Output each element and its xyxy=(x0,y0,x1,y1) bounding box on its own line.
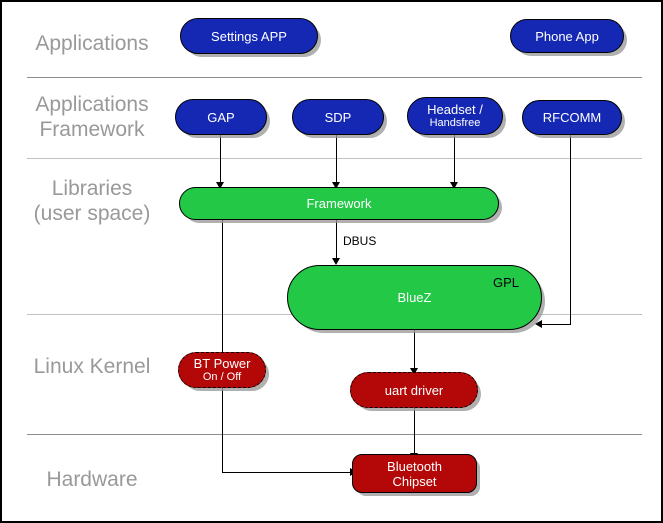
node-phone-app-label: Phone App xyxy=(535,28,599,44)
node-headset-handsfree-label-line2: Handsfree xyxy=(429,117,481,129)
arrowhead-gap-to-framework xyxy=(216,182,224,189)
node-gap-label: GAP xyxy=(207,109,235,125)
band-label-applications-framework: Applications Framework xyxy=(35,93,149,141)
connector-uart-to-chipset xyxy=(414,408,415,456)
node-bt-power[interactable]: BT Power On / Off xyxy=(178,352,266,388)
node-bluetooth-chipset-label-line2: Chipset xyxy=(392,473,437,489)
node-phone-app[interactable]: Phone App xyxy=(510,19,624,53)
connector-framework-power-vertical xyxy=(222,219,223,473)
node-headset-handsfree[interactable]: Headset / Handsfree xyxy=(407,97,503,135)
band-label-linux-kernel: Linux Kernel xyxy=(33,355,151,378)
band-label-applications: Applications xyxy=(35,32,149,55)
divider-linux-kernel xyxy=(27,434,642,435)
node-bt-power-label-line2: On / Off xyxy=(202,371,242,383)
node-uart-driver[interactable]: uart driver xyxy=(350,372,478,408)
node-bluetooth-chipset-label-line1: Bluetooth xyxy=(387,458,442,474)
band-label-hardware: Hardware xyxy=(46,468,138,491)
node-bluez-label: BlueZ xyxy=(397,290,432,305)
node-bluez[interactable]: GPL BlueZ xyxy=(287,265,542,330)
connector-gap-to-framework xyxy=(220,135,221,185)
node-gap[interactable]: GAP xyxy=(175,99,267,135)
band-label-libraries: Libraries (user space) xyxy=(33,177,151,225)
connector-headset-to-framework xyxy=(454,135,455,185)
connector-bluez-to-uart xyxy=(414,330,415,371)
connector-sdp-to-framework xyxy=(336,135,337,185)
arrowhead-sdp-to-framework xyxy=(332,182,340,189)
divider-applications xyxy=(27,77,642,78)
node-framework[interactable]: Framework xyxy=(179,187,499,220)
node-headset-handsfree-label-line1: Headset / xyxy=(427,102,483,117)
node-sdp[interactable]: SDP xyxy=(292,99,384,135)
connector-framework-power-horizontal xyxy=(222,472,355,473)
node-rfcomm[interactable]: RFCOMM xyxy=(522,100,622,135)
divider-applications-framework xyxy=(27,158,642,159)
node-rfcomm-label: RFCOMM xyxy=(542,110,602,125)
arrowhead-rfcomm-to-bluez xyxy=(535,320,542,328)
connector-rfcomm-vertical xyxy=(570,135,571,325)
connector-rfcomm-horizontal xyxy=(542,324,571,325)
node-framework-label: Framework xyxy=(306,196,372,211)
connector-framework-to-bluez xyxy=(336,219,337,261)
node-uart-driver-label: uart driver xyxy=(384,382,444,398)
arrowhead-framework-to-bluez xyxy=(332,258,340,265)
node-bluetooth-chipset[interactable]: Bluetooth Chipset xyxy=(352,454,477,493)
arrowhead-headset-to-framework xyxy=(450,182,458,189)
node-bluez-license-tag: GPL xyxy=(492,275,519,290)
node-settings-app-label: Settings APP xyxy=(211,28,287,44)
node-bt-power-label-line1: BT Power xyxy=(193,356,251,371)
edge-label-dbus: DBUS xyxy=(343,234,377,248)
node-sdp-label: SDP xyxy=(324,109,352,125)
node-settings-app[interactable]: Settings APP xyxy=(180,18,318,54)
